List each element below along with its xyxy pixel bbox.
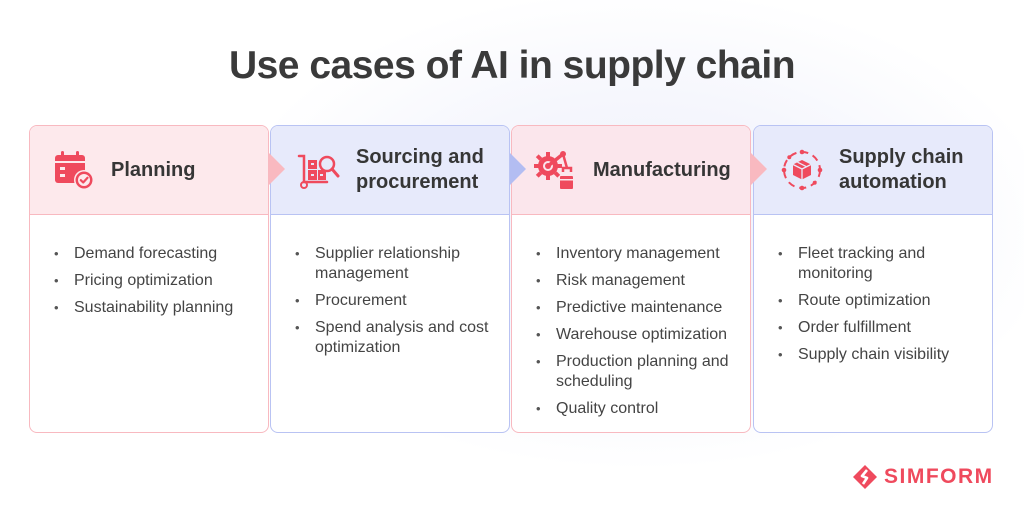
card-header: Sourcing and procurement — [271, 126, 509, 215]
use-case-cards: Planning Demand forecasting Pricing opti… — [29, 125, 995, 435]
list-item: Demand forecasting — [54, 244, 252, 264]
arrow-right-icon — [510, 153, 526, 185]
list-item: Warehouse optimization — [536, 325, 734, 345]
use-case-list: Demand forecasting Pricing optimization … — [30, 215, 268, 318]
list-item: Spend analysis and cost optimization — [295, 318, 493, 358]
list-item: Quality control — [536, 399, 734, 419]
list-item: Fleet tracking and monitoring — [778, 244, 976, 284]
card-title: Supply chain automation — [839, 146, 964, 193]
calendar-check-icon — [55, 151, 94, 190]
use-case-list: Inventory management Risk management Pre… — [512, 215, 750, 419]
package-cycle-icon — [781, 149, 823, 191]
card-planning: Planning Demand forecasting Pricing opti… — [29, 125, 269, 433]
list-item: Sustainability planning — [54, 298, 252, 318]
cart-search-icon — [297, 154, 340, 189]
card-title: Sourcing and procurement — [356, 146, 484, 193]
simform-logo-icon — [853, 465, 877, 489]
simform-logo: SIMFORM — [852, 464, 994, 490]
card-manufacturing: Manufacturing Inventory management Risk … — [511, 125, 751, 433]
card-sourcing-procurement: Sourcing and procurement Supplier relati… — [270, 125, 510, 433]
list-item: Predictive maintenance — [536, 298, 734, 318]
list-item: Supply chain visibility — [778, 345, 976, 365]
list-item: Production planning and scheduling — [536, 352, 734, 392]
card-title: Manufacturing — [593, 158, 731, 181]
list-item: Inventory management — [536, 244, 734, 264]
arrow-right-icon — [269, 153, 285, 185]
robot-arm-gear-icon — [534, 151, 573, 189]
brand-name: SIMFORM — [884, 465, 994, 488]
page-title: Use cases of AI in supply chain — [228, 44, 796, 87]
card-header: Supply chain automation — [754, 126, 992, 215]
list-item: Route optimization — [778, 291, 976, 311]
arrow-right-icon — [751, 153, 767, 185]
list-item: Pricing optimization — [54, 271, 252, 291]
use-case-list: Supplier relationship management Procure… — [271, 215, 509, 358]
card-supply-chain-automation: Supply chain automation Fleet tracking a… — [753, 125, 993, 433]
list-item: Procurement — [295, 291, 493, 311]
use-case-list: Fleet tracking and monitoring Route opti… — [754, 215, 992, 365]
card-title: Planning — [111, 158, 196, 181]
list-item: Risk management — [536, 271, 734, 291]
card-header: Manufacturing — [512, 126, 750, 215]
list-item: Supplier relationship management — [295, 244, 493, 284]
list-item: Order fulfillment — [778, 318, 976, 338]
card-header: Planning — [30, 126, 268, 215]
